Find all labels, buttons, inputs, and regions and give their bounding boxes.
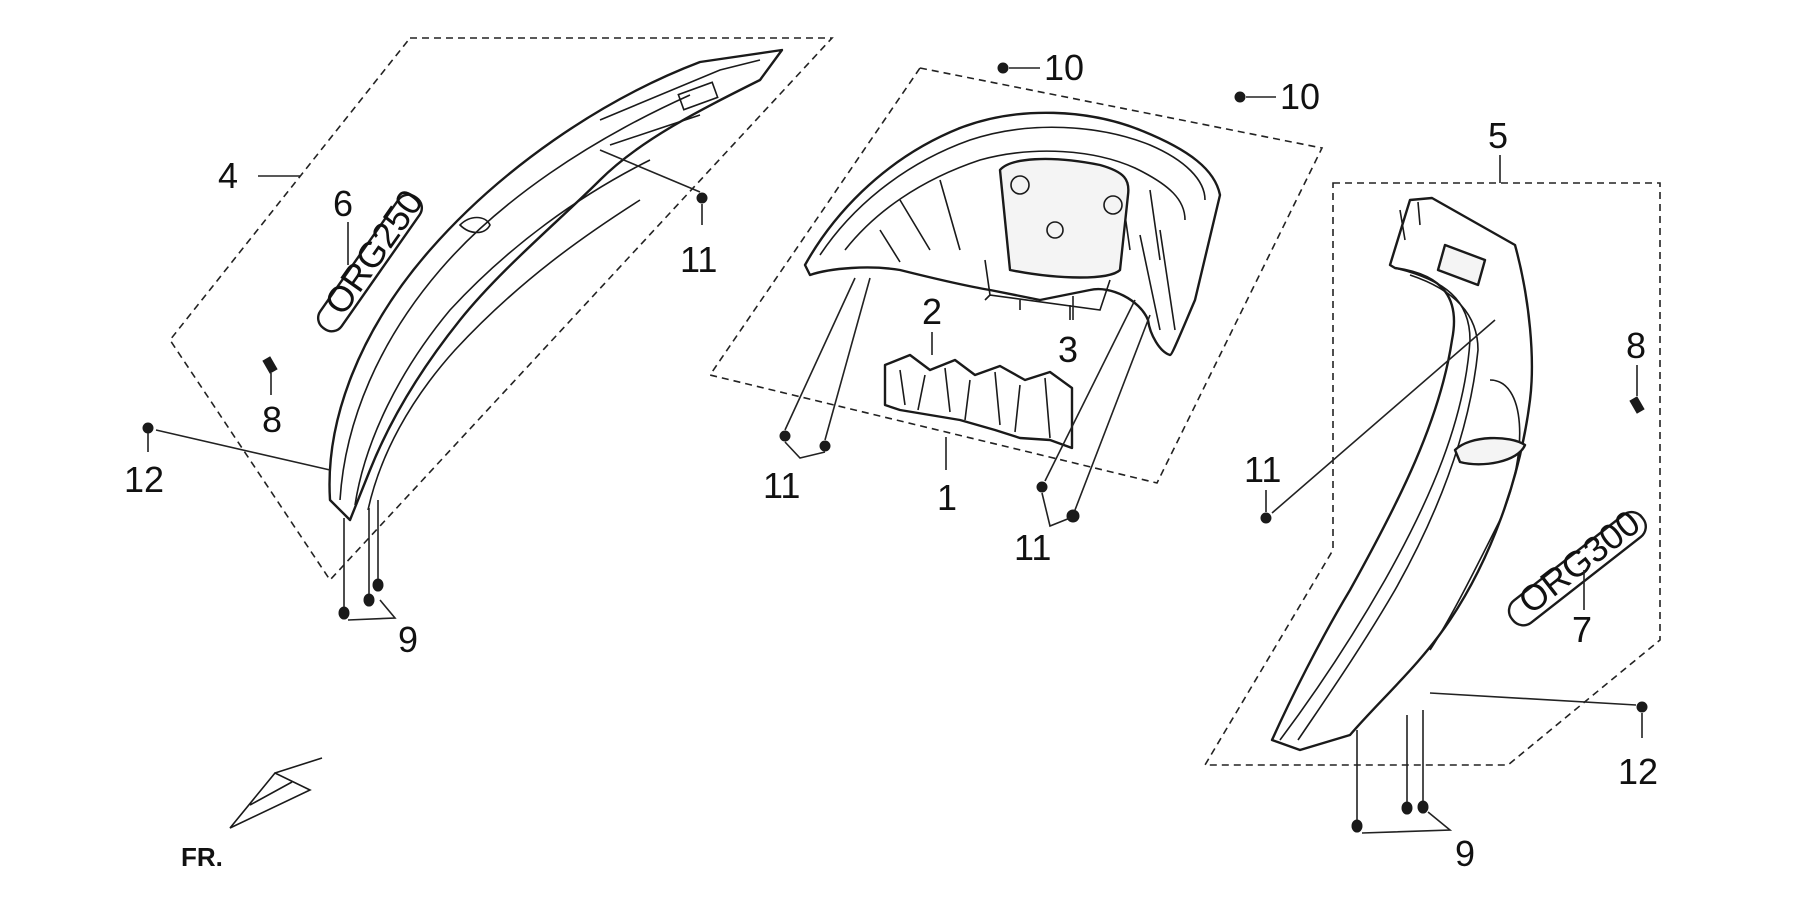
callout-9-right: 9 [1455,833,1475,874]
callout-7: 7 [1572,609,1592,650]
mount-lower-bracket [984,259,1111,320]
left-side-cover[interactable] [328,48,784,522]
left-cover-lower-rib [367,199,641,511]
left-cover-top-flange [599,59,761,146]
callout-5: 5 [1488,115,1508,156]
right-clip-8[interactable] [1629,396,1645,414]
rear-decal-2[interactable] [883,353,1074,450]
leader-11-cr-b [1074,314,1151,511]
right-screw-12[interactable] [1636,701,1648,713]
callout-1: 1 [937,477,957,518]
callout-11-left: 11 [680,239,717,280]
right-emblem-text: ORG300 [1510,502,1647,622]
left-emblem-outline [316,193,424,333]
callout-3: 3 [1058,329,1078,370]
left-screw-11[interactable] [696,192,708,204]
left-assembly-frame [169,37,834,582]
left-side-cover-group: ORG250 4 6 8 11 12 9 [124,37,834,660]
left-grommet-9a[interactable] [338,606,350,620]
callout-4: 4 [218,155,238,196]
leader-11-cl-b [824,277,871,441]
carrier-plate-mount[interactable] [998,157,1130,279]
right-screw-11[interactable] [1260,512,1272,524]
carrier-rail-inner [844,150,1186,251]
callout-8-left: 8 [262,399,282,440]
callout-2: 2 [922,291,942,332]
rear-decal-outline [883,353,1074,450]
callout-8-right: 8 [1626,325,1646,366]
right-cover-top-clips [1399,201,1421,241]
callout-12-left: 12 [124,459,164,500]
carrier-rail-lower [879,229,1176,331]
left-screw-12[interactable] [142,422,154,434]
right-emblem-outline [1507,510,1647,627]
callout-11-right: 11 [1244,449,1281,490]
callout-10b: 10 [1280,76,1320,117]
leader-9-right-d [1361,811,1453,834]
mount-hole-right [1103,195,1123,215]
leader-11-left-b [599,149,701,193]
leader-11-cl-a [784,277,856,431]
screw-11-center-right-b[interactable] [1066,509,1080,523]
screw-10a[interactable] [997,62,1009,74]
right-grommet-9b[interactable] [1401,801,1413,815]
leader-11-cl-c [784,441,826,459]
mount-hole-left [1010,175,1030,195]
center-assembly-frame [708,67,1324,484]
right-cover-edge-inner [1297,274,1479,741]
screw-11-center-right-a[interactable] [1036,481,1048,493]
front-direction-label: FR. [181,842,223,872]
left-cover-edge-line [339,94,691,501]
leader-12-right-b [1429,692,1637,706]
left-cover-vent-slot [677,81,719,111]
right-grommet-9c[interactable] [1417,800,1429,814]
left-clip-8[interactable] [262,356,278,374]
callout-6: 6 [333,183,353,224]
mount-hole-center [1046,221,1064,239]
left-grommet-9b[interactable] [363,593,375,607]
right-cover-vent [1436,243,1487,287]
screw-11-center-left-b[interactable] [819,440,831,452]
right-cover-grab-pocket [1453,436,1527,466]
callout-9-left: 9 [398,619,418,660]
left-grommet-9c[interactable] [372,578,384,592]
right-side-cover[interactable] [1270,196,1534,752]
left-cover-clip [458,216,491,234]
right-side-cover-group: ORG300 5 7 8 11 12 9 [1203,115,1661,874]
front-direction-marker: FR. [181,757,323,872]
leader-9-left-d [347,599,397,621]
callout-12-right: 12 [1618,751,1658,792]
leader-11-cr-c [1041,492,1071,528]
left-cover-inner-rib [354,159,651,506]
front-arrow-icon [229,757,323,829]
leader-12-left-b [155,429,331,471]
right-assembly-frame [1203,182,1661,766]
carrier-rail-outer [819,126,1206,256]
callout-11-center-left: 11 [763,465,800,506]
leader-11-cr-a [1044,299,1136,482]
right-cover-lower-panel [1429,379,1521,651]
screw-10b[interactable] [1234,91,1246,103]
callout-10a: 10 [1044,47,1084,88]
screw-11-center-left-a[interactable] [779,430,791,442]
right-grommet-9a[interactable] [1351,819,1363,833]
leader-11-right-b [1271,319,1496,514]
callout-11-center-right: 11 [1014,527,1051,568]
rear-carrier-group: 1 2 3 10 10 11 11 [708,47,1324,568]
carrier-cross-braces [899,179,1161,261]
rear-decal-pattern [899,367,1051,439]
